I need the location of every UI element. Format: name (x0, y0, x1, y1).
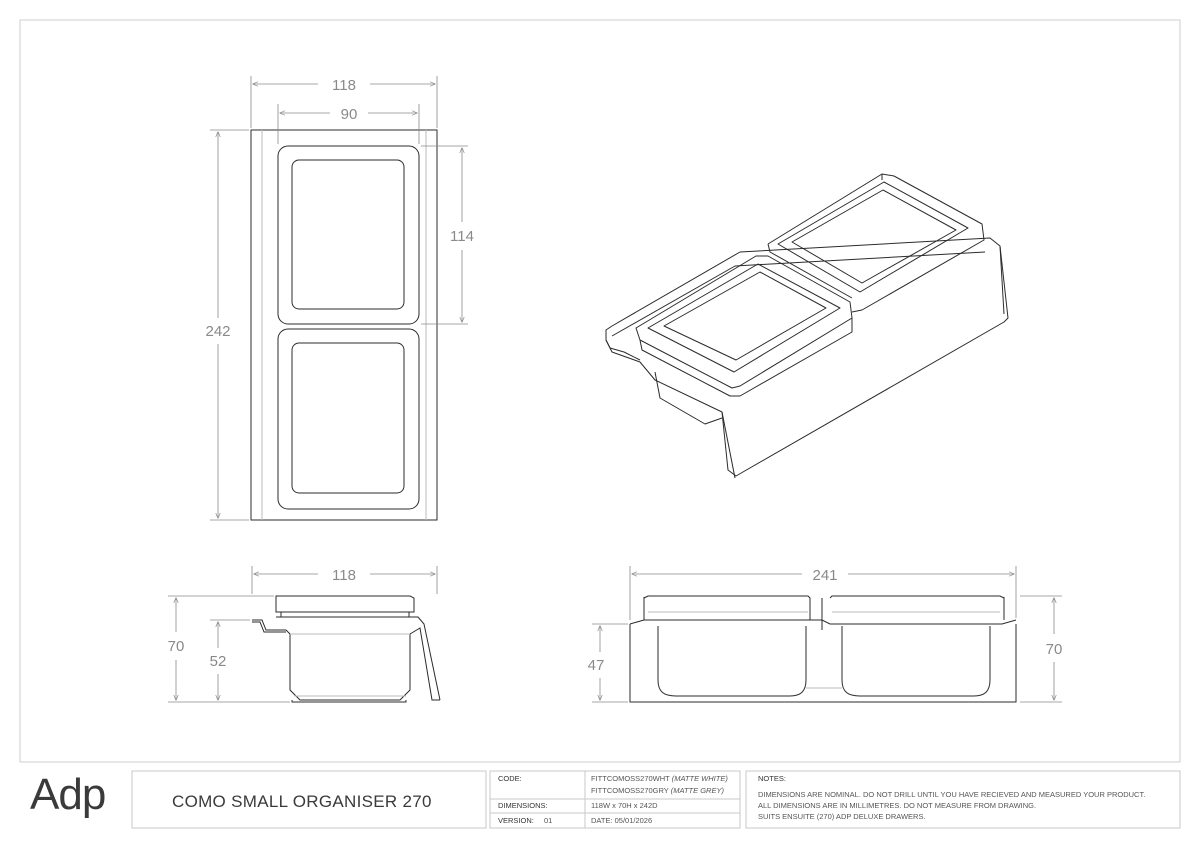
top-view (250, 129, 438, 521)
code-grey-value: FITTCOMOSS270GRY (591, 786, 669, 795)
front-view-dimensions (592, 566, 1062, 703)
notes-label: NOTES: (758, 774, 786, 783)
code-white-finish: (MATTE WHITE) (671, 774, 728, 783)
version-label: VERSION: (498, 816, 534, 825)
dim-top-height-total: 242 (205, 323, 230, 340)
drawing-frame (19, 19, 1181, 763)
bottom-compartment-inner (291, 342, 405, 494)
dim-top-width-outer: 118 (332, 77, 356, 94)
top-view-dimensions (210, 76, 468, 521)
top-compartment-inner (291, 159, 405, 310)
note-line: SUITS ENSUITE (270) ADP DELUXE DRAWERS. (758, 812, 926, 821)
dim-side-width: 118 (332, 567, 356, 584)
dim-side-height-total: 70 (168, 638, 185, 655)
code-white-value: FITTCOMOSS270WHT (591, 774, 670, 783)
front-view (629, 595, 1017, 703)
bottom-compartment-outer (277, 328, 420, 510)
isometric-view (605, 173, 1009, 479)
date-text: DATE: 05/01/2026 (591, 816, 653, 825)
dim-front-height-inner: 47 (588, 657, 605, 674)
note-line: ALL DIMENSIONS ARE IN MILLIMETRES. DO NO… (758, 801, 1037, 810)
dim-front-length: 241 (812, 567, 837, 584)
side-view (252, 595, 441, 703)
dim-side-height-inner: 52 (210, 653, 227, 670)
dim-top-width-inner: 90 (341, 106, 358, 123)
code-label: CODE: (498, 774, 522, 783)
top-view-outer-outline (250, 129, 438, 521)
side-view-dimensions (168, 566, 438, 703)
code-grey: FITTCOMOSS270GRY (MATTE GREY) (591, 786, 724, 796)
top-compartment-outer (277, 145, 420, 325)
dim-front-height-total: 70 (1046, 641, 1063, 658)
title-block (131, 770, 1181, 829)
version-value: 01 (544, 816, 553, 825)
dimensions-value: 118W x 70H x 242D (591, 801, 658, 810)
code-grey-finish: (MATTE GREY) (670, 786, 724, 795)
code-white: FITTCOMOSS270WHT (MATTE WHITE) (591, 774, 728, 784)
note-line: DIMENSIONS ARE NOMINAL. DO NOT DRILL UNT… (758, 790, 1146, 799)
dimensions-label: DIMENSIONS: (498, 801, 548, 810)
product-title: COMO SMALL ORGANISER 270 (172, 792, 432, 811)
dim-top-compartment-height: 114 (450, 228, 474, 245)
brand-logo: Adp (30, 770, 106, 819)
